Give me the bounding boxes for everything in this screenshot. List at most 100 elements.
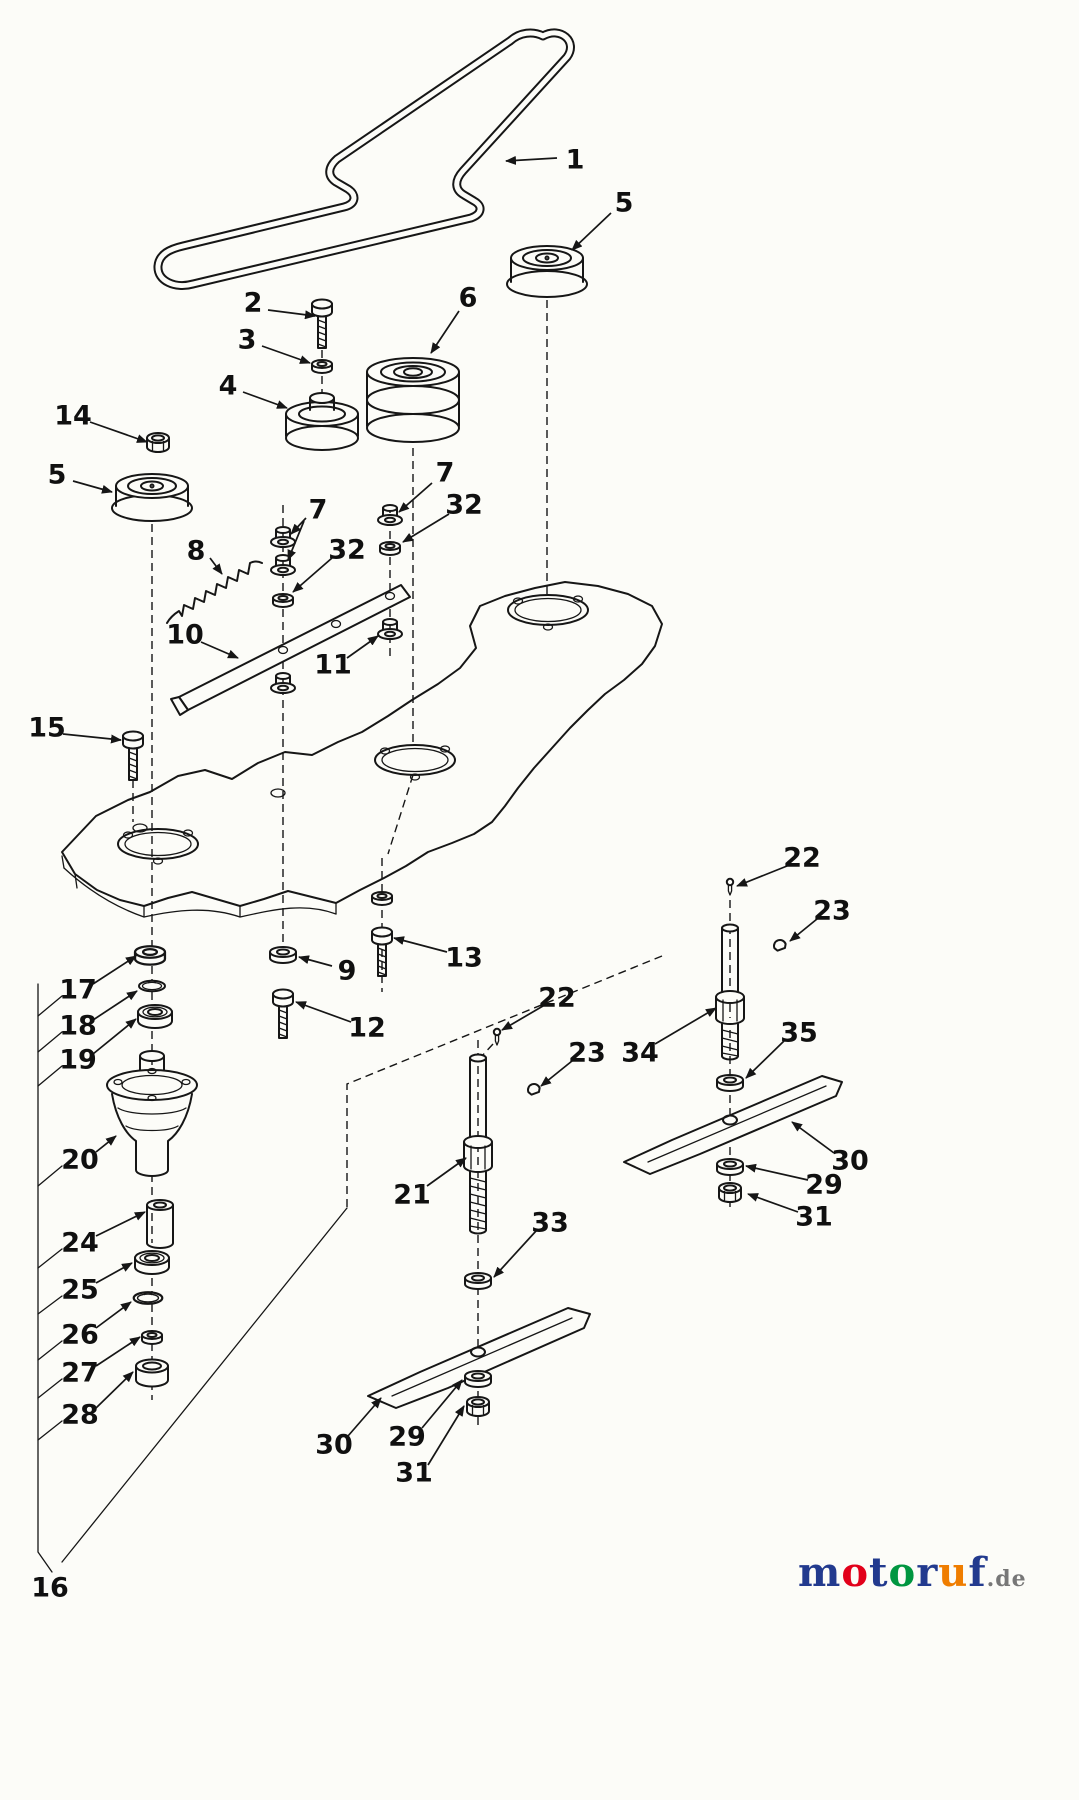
deck-spindle-hole-middle — [374, 744, 456, 781]
callout-label-17: 17 — [59, 975, 97, 1006]
callout-arrow-24 — [95, 1211, 146, 1237]
double-pulley — [366, 357, 460, 443]
callout-label-27: 27 — [61, 1358, 99, 1389]
deck-small-hole-left — [132, 823, 148, 833]
callout-arrow-19 — [92, 1018, 137, 1055]
callout-arrow-22 — [501, 1005, 544, 1031]
washer-33 — [464, 1272, 492, 1290]
callout-label-15: 15 — [28, 713, 66, 744]
spindle-housing-20 — [106, 1050, 198, 1177]
callout-arrow-13 — [393, 936, 448, 953]
callout-arrow-7 — [287, 520, 305, 561]
callout-label-9: 9 — [338, 956, 357, 987]
callout-arrow-7 — [290, 517, 307, 535]
bearing-25 — [134, 1250, 170, 1275]
callout-label-7: 7 — [309, 495, 328, 526]
callout-arrow-34 — [654, 1007, 717, 1045]
washer-17 — [133, 945, 167, 966]
assembly-bracket — [37, 983, 348, 1573]
idler-arm — [170, 584, 411, 716]
callout-arrow-33 — [493, 1230, 537, 1278]
callout-label-8: 8 — [187, 536, 206, 567]
bearing-cup-28 — [135, 1358, 169, 1388]
callout-label-32: 32 — [328, 535, 366, 566]
callout-label-12: 12 — [348, 1013, 386, 1044]
callout-label-19: 19 — [59, 1045, 97, 1076]
hex-nut-31-bottom — [466, 1396, 490, 1417]
spindle-shaft-21 — [463, 1053, 493, 1235]
callout-label-31: 31 — [795, 1202, 833, 1233]
callout-arrow-29 — [421, 1379, 463, 1429]
callout-label-18: 18 — [59, 1011, 97, 1042]
callout-arrow-7 — [398, 482, 433, 513]
callout-arrow-29 — [745, 1163, 809, 1181]
flat-idler-pulley-right — [506, 245, 588, 298]
woodruff-key-23-center — [525, 1081, 542, 1097]
hex-bolt-2 — [311, 298, 333, 349]
woodruff-key-23-right — [771, 937, 788, 953]
callout-arrow-30 — [347, 1397, 382, 1437]
washer-32-left — [272, 593, 294, 608]
callout-label-31: 31 — [395, 1458, 433, 1489]
callout-label-34: 34 — [621, 1038, 659, 1069]
hex-nut-31-right — [718, 1182, 742, 1203]
callout-label-22: 22 — [783, 843, 821, 874]
callout-label-20: 20 — [61, 1145, 99, 1176]
mower-deck — [61, 581, 663, 918]
arm-pivot-stud — [270, 672, 296, 694]
callout-arrow-30 — [791, 1121, 835, 1154]
callout-arrow-3 — [261, 345, 311, 364]
mower-blade-bottom — [367, 1307, 591, 1409]
v-idler-pulley — [285, 392, 359, 451]
callout-label-29: 29 — [805, 1170, 843, 1201]
washer-13-upper — [371, 891, 393, 906]
flat-idler-pulley-left — [111, 473, 193, 522]
callout-label-21: 21 — [393, 1180, 431, 1211]
callout-arrow-11 — [346, 635, 379, 659]
callout-arrow-8 — [209, 557, 223, 575]
callout-arrow-35 — [745, 1040, 785, 1079]
callout-arrow-2 — [267, 309, 316, 320]
roll-pin-22-center — [492, 1027, 502, 1046]
deck-spindle-hole-left — [117, 828, 199, 865]
roll-pin-22-right — [725, 877, 735, 896]
flange-nut-7-right — [377, 504, 403, 526]
callout-label-11: 11 — [314, 650, 352, 681]
callout-arrow-1 — [505, 155, 558, 165]
callout-arrow-31 — [427, 1405, 465, 1466]
callout-arrow-6 — [430, 310, 460, 354]
callout-arrow-21 — [426, 1157, 467, 1187]
callout-arrow-17 — [92, 955, 137, 985]
callout-arrow-27 — [95, 1336, 141, 1367]
callout-arrow-22 — [736, 865, 788, 887]
centerline-guides — [132, 300, 731, 1426]
callout-arrow-26 — [95, 1301, 132, 1329]
deck-small-hole-center — [270, 788, 286, 798]
snap-ring-26 — [132, 1291, 164, 1305]
callout-label-4: 4 — [219, 371, 238, 402]
callout-label-10: 10 — [166, 620, 204, 651]
callout-label-23: 23 — [568, 1038, 606, 1069]
callout-label-6: 6 — [459, 283, 478, 314]
washer-29-bottom — [464, 1370, 492, 1388]
callout-label-2: 2 — [244, 288, 263, 319]
callout-label-16: 16 — [31, 1573, 69, 1604]
flange-nut-7-lower — [270, 554, 296, 576]
bearing-19 — [137, 1004, 173, 1029]
callout-arrow-4 — [242, 391, 288, 409]
flange-nut-7-upper — [270, 526, 296, 548]
callout-label-24: 24 — [61, 1228, 99, 1259]
callout-arrow-18 — [92, 990, 138, 1021]
spindle-shaft-34 — [715, 923, 745, 1061]
washer-9 — [269, 946, 297, 964]
callout-arrow-23 — [540, 1060, 573, 1087]
callout-arrow-28 — [95, 1371, 134, 1409]
washer-27 — [141, 1330, 163, 1345]
callout-label-30: 30 — [315, 1430, 353, 1461]
callout-arrow-9 — [298, 955, 333, 967]
callout-arrow-5 — [72, 480, 113, 494]
hex-bolt-12 — [272, 988, 294, 1039]
callout-arrow-31 — [747, 1193, 799, 1213]
mower-blade-right — [623, 1075, 843, 1175]
